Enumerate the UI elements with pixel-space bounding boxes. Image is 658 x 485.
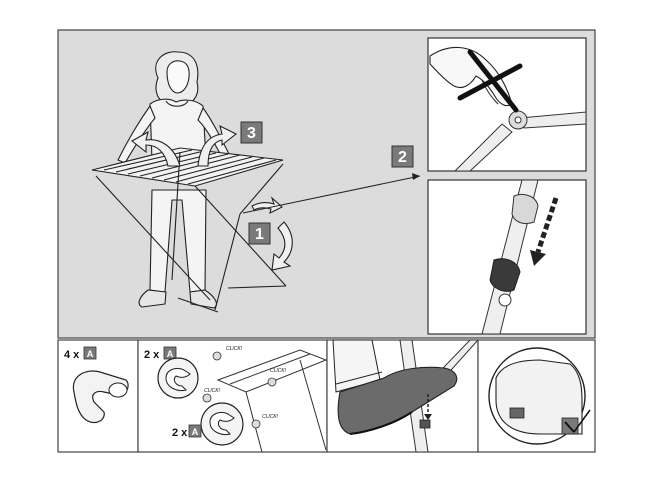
part-a-badge-2: A: [167, 349, 174, 359]
bottom-panel-3: [326, 339, 480, 453]
click-label-4: CLICK!: [262, 414, 279, 420]
step-badge-2: 2: [391, 145, 414, 168]
step-3-label: 3: [247, 125, 256, 142]
bottom-panel-1: 4 x A: [57, 339, 139, 453]
step-badge-3: 3: [240, 121, 263, 144]
rotate-arrow-icon: [131, 124, 238, 167]
bottom-panel-2: 2 x A CLICK! CLICK! CLICK! CLICK! 2 x A: [137, 339, 328, 453]
count-label-4x: 4 x: [64, 349, 80, 361]
step-2-label: 2: [398, 149, 407, 166]
part-a-badge-1: A: [87, 349, 94, 359]
check-corner-icon: [561, 409, 591, 435]
person-figure: [117, 51, 233, 309]
part-a-badge-3: A: [192, 427, 199, 437]
click-label-1: CLICK!: [226, 346, 243, 352]
click-label-2: CLICK!: [270, 368, 287, 374]
forbidden-cross-icon: [457, 49, 523, 113]
drying-rack: [91, 147, 287, 313]
fold-arrow-icon: [251, 196, 293, 271]
inset-pinch-warning: [427, 37, 587, 172]
bottom-panel-4: [477, 339, 596, 453]
leader-line: [242, 173, 421, 214]
count-label-2x-top: 2 x: [144, 349, 160, 361]
step-1-label: 1: [255, 226, 264, 243]
inset-lock-hinge: [427, 179, 587, 335]
step-badge-1: 1: [248, 222, 271, 245]
count-label-2x-bottom: 2 x: [172, 427, 188, 439]
click-label-3: CLICK!: [204, 388, 221, 394]
down-arrow-icon: [530, 197, 559, 266]
